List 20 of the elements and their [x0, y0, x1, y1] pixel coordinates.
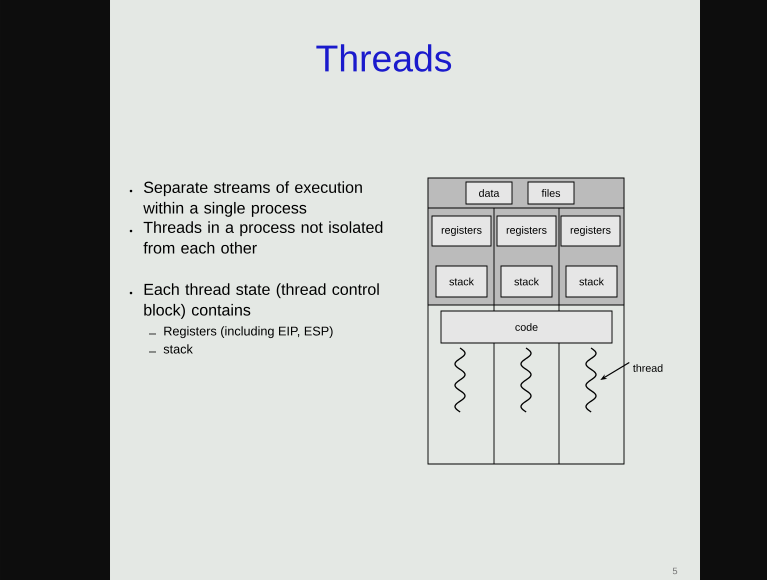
bullet-text: Threads in a process not isolated from each other	[144, 221, 382, 254]
component-box: stack	[500, 266, 552, 298]
thread-squiggle	[520, 347, 532, 413]
thread-label: thread	[633, 364, 662, 372]
component-box: registers	[432, 216, 492, 246]
code-box: code	[440, 310, 612, 344]
bullet-text: Separate streams of execution within a single process	[143, 181, 362, 217]
sub-bullet-text: Registers (including EIP, ESP)	[164, 326, 333, 338]
component-box: data	[466, 182, 512, 204]
component-box: registers	[496, 216, 556, 246]
slide-title: Threads	[316, 44, 452, 72]
thread-squiggle	[454, 347, 466, 413]
page-number: 5	[672, 568, 678, 574]
component-box: stack	[566, 266, 618, 298]
component-box: registers	[560, 216, 620, 246]
bullet-text: Each thread state (thread control block) contains	[144, 283, 379, 319]
component-box: files	[528, 182, 574, 204]
thread-squiggle	[585, 347, 597, 413]
sub-bullet-text: stack	[164, 344, 193, 354]
component-box: stack	[436, 266, 488, 298]
